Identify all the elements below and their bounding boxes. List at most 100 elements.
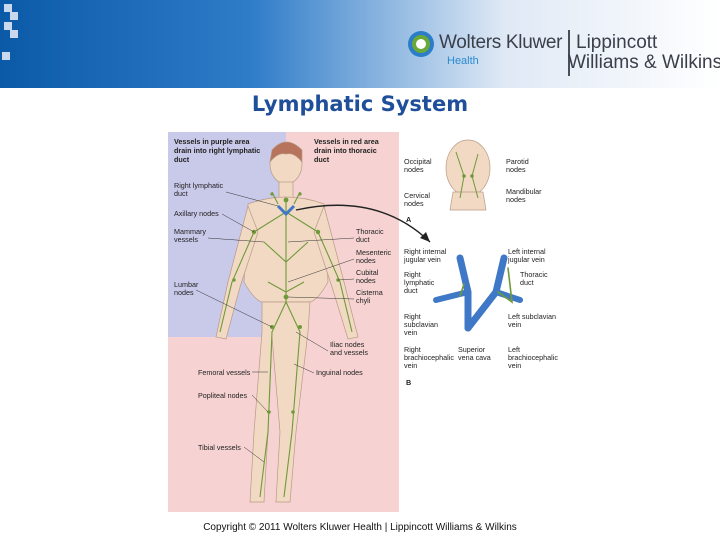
imprint-line-2: Williams & Wilkins [568, 52, 720, 73]
svg-text:Popliteal nodes: Popliteal nodes [198, 391, 248, 400]
label-left-brachiocephalic: brachiocephalic [508, 353, 558, 362]
globe-icon [408, 31, 434, 57]
publisher-division: Health [447, 55, 479, 67]
label-thoracic-duct: Thoracic [356, 227, 384, 236]
label-iliac-nodes: Iliac nodes [330, 340, 365, 349]
label-right-lymphatic-duct-b: duct [404, 286, 418, 295]
decorative-squares [0, 0, 20, 540]
label-right-subclavian: Right [404, 312, 421, 321]
pointer-arrow [295, 204, 431, 243]
label-left-internal-jugular: jugular vein [507, 255, 545, 264]
label-mesenteric-nodes: Mesenteric [356, 248, 392, 257]
panel-letter-a: A [406, 215, 411, 224]
label-left-internal-jugular: Left internal [508, 247, 546, 256]
label-right-internal-jugular: jugular vein [403, 255, 441, 264]
logo-divider [568, 30, 570, 76]
label-cervical-nodes: nodes [404, 199, 424, 208]
label-right-lymphatic-duct-b: lymphatic [404, 278, 435, 287]
label-parotid-nodes: Parotid [506, 157, 529, 166]
label-right-lymphatic-duct-b: Right [404, 270, 421, 279]
pointer-arrowhead [420, 232, 430, 242]
left-header-line: Vessels in purple area [174, 137, 251, 146]
leader-lines [195, 191, 355, 463]
label-mandibular-nodes: Mandibular [506, 187, 542, 196]
label-thoracic-duct-b: duct [520, 278, 534, 287]
label-right-brachiocephalic: vein [404, 361, 417, 370]
publisher-logo: Wolters Kluwer Health Lippincott William… [405, 28, 720, 80]
label-cisterna-chyli: chyli [356, 296, 371, 305]
label-thoracic-duct: duct [356, 235, 370, 244]
label-left-brachiocephalic: vein [508, 361, 521, 370]
label-axillary-nodes: Axillary nodes [174, 209, 219, 218]
label-mammary-vessels: vessels [174, 235, 198, 244]
label-cubital-nodes: nodes [356, 276, 376, 285]
svg-text:Inguinal nodes: Inguinal nodes [316, 368, 363, 377]
header-banner [0, 0, 720, 88]
label-cisterna-chyli: Cisterna [356, 288, 383, 297]
label-right-subclavian: vein [404, 328, 417, 337]
label-iliac-nodes: and vessels [330, 348, 368, 357]
label-right-internal-jugular: Right internal [404, 247, 447, 256]
right-lymphatic-duct-marker [276, 204, 296, 217]
label-superior-vena-cava: vena cava [458, 353, 491, 362]
label-cubital-nodes: Cubital [356, 268, 379, 277]
label-femoral-vessels: Femoral vessels [198, 368, 251, 377]
lymph-vessels [219, 191, 353, 498]
label-occipital-nodes: Occipital [404, 157, 432, 166]
head-inset [445, 139, 491, 211]
duct-inset [433, 254, 523, 332]
label-superior-vena-cava: Superior [458, 345, 486, 354]
label-lumbar-nodes: Lumbar [174, 280, 199, 289]
label-parotid-nodes: nodes [506, 165, 526, 174]
svg-text:Tibial vessels: Tibial vessels [198, 443, 241, 452]
label-thoracic-duct-b: Thoracic [520, 270, 548, 279]
publisher-name: Wolters Kluwer [439, 32, 563, 53]
svg-text:Axillary nodes: Axillary nodes [174, 209, 219, 218]
label-left-subclavian: vein [508, 320, 521, 329]
label-left-subclavian: Left subclavian [508, 312, 556, 321]
label-inguinal-nodes: Inguinal nodes [316, 368, 363, 377]
svg-text:Femoral vessels: Femoral vessels [198, 368, 251, 377]
copyright-footer: Copyright © 2011 Wolters Kluwer Health |… [203, 522, 517, 533]
label-mandibular-nodes: nodes [506, 195, 526, 204]
label-right-brachiocephalic: brachiocephalic [404, 353, 454, 362]
right-header-line: duct [314, 155, 330, 164]
label-popliteal-nodes: Popliteal nodes [198, 391, 248, 400]
left-header-line: drain into right lymphatic [174, 146, 260, 155]
label-right-brachiocephalic: Right [404, 345, 421, 354]
label-right-lymphatic-duct: Right lymphatic [174, 181, 224, 190]
label-occipital-nodes: nodes [404, 165, 424, 174]
slide-title: Lymphatic System [251, 92, 469, 116]
label-right-lymphatic-duct: duct [174, 189, 188, 198]
lymph-nodes [232, 192, 340, 414]
left-header-line: duct [174, 155, 190, 164]
label-left-brachiocephalic: Left [508, 345, 520, 354]
label-tibial-vessels: Tibial vessels [198, 443, 241, 452]
label-cervical-nodes: Cervical [404, 191, 430, 200]
right-header-line: Vessels in red area [314, 137, 380, 146]
right-header-line: drain into thoracic [314, 146, 377, 155]
label-right-subclavian: subclavian [404, 320, 438, 329]
panel-letter-b: B [406, 378, 411, 387]
